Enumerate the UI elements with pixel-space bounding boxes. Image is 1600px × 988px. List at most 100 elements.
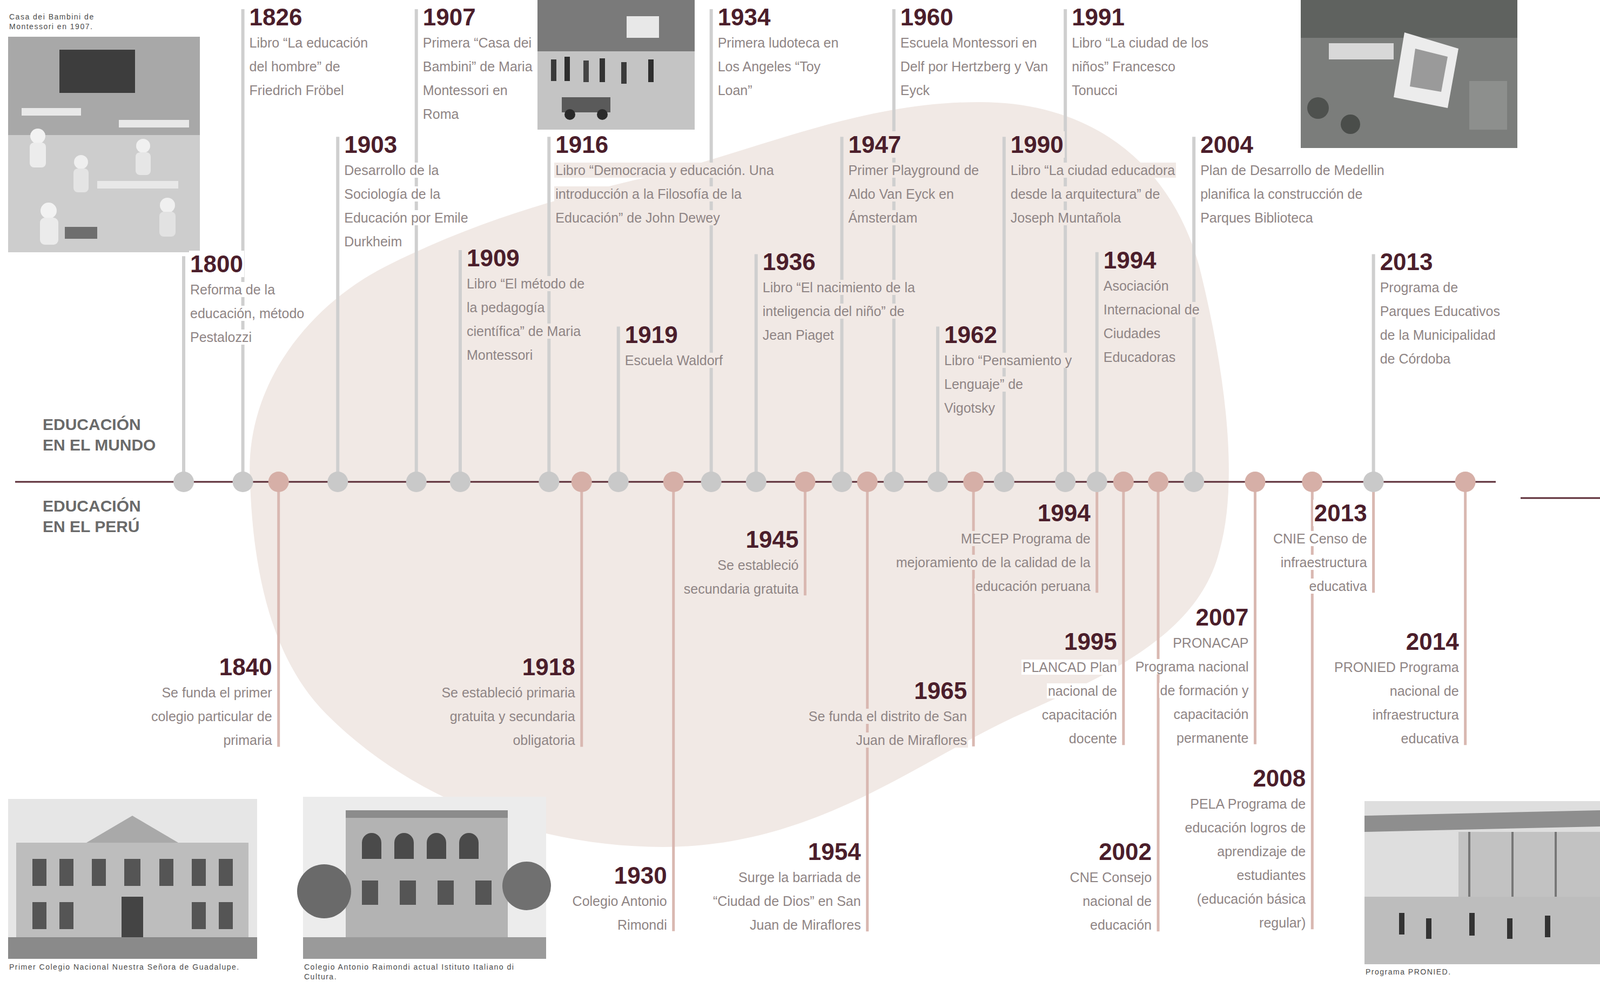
classroom-photo — [8, 36, 200, 253]
event-year-text: 1934 — [716, 3, 772, 31]
event-year: 1945 — [661, 526, 800, 554]
event-description: Escuela Montessori en Delf por Hertzberg… — [899, 30, 1060, 103]
timeline-dot — [1183, 471, 1205, 493]
leader-stem — [892, 9, 896, 482]
event-year-text: 1919 — [623, 321, 680, 348]
photo-caption-text: Colegio Antonio Raimondi actual Istituto… — [303, 962, 516, 981]
leader-stem — [972, 481, 976, 747]
timeline-dot — [1245, 471, 1266, 493]
timeline-dot — [406, 471, 427, 493]
event-description-text: Asociación Internacional de Ciudades Edu… — [1102, 278, 1201, 365]
event-year: 1826 — [248, 3, 389, 31]
event-description-text: CNE Consejo nacional de educación — [1069, 869, 1153, 933]
timeline-dot — [1301, 471, 1323, 493]
event-year: 1934 — [716, 3, 856, 31]
event-year: 1916 — [554, 131, 782, 159]
event-description: CNIE Censo de infraestructura educativa — [1258, 526, 1369, 598]
event-year: 1907 — [421, 3, 548, 31]
event-description: Plan de Desarrollo de Medellin planifica… — [1199, 158, 1411, 230]
event-year-text: 1991 — [1070, 3, 1126, 31]
event-description-text: Libro “Pensamiento y Lenguaje” de Vigots… — [943, 352, 1073, 416]
event-description: PLANCAD Plan nacional de capacitación do… — [1000, 655, 1119, 751]
event-description-text: CNIE Censo de infraestructura educativa — [1272, 530, 1369, 594]
timeline-dot — [173, 471, 194, 493]
event-year: 1994 — [1102, 246, 1228, 274]
event-year: 1936 — [761, 248, 921, 276]
event-description: Libro “El método de la pedagogía científ… — [465, 271, 598, 367]
event-description-text: Desarrollo de la Sociología de la Educac… — [343, 162, 469, 250]
leader-stem — [803, 481, 807, 596]
event-year-text: 1995 — [1063, 628, 1119, 655]
photo-caption: Primer Colegio Nacional Nuestra Señora d… — [8, 962, 250, 972]
leader-stem — [1121, 481, 1125, 745]
event-year-text: 1800 — [189, 250, 245, 278]
leader-stem — [1095, 252, 1099, 482]
timeline-dot — [449, 471, 471, 493]
event-description: MECEP Programa de mejoramiento de la cal… — [879, 526, 1092, 598]
event-description: Colegio Antonio Rimondi — [550, 889, 669, 937]
event-description-text: Surge la barriada de “Ciudad de Dios” en… — [711, 869, 863, 933]
event-description-text: PELA Programa de educación logros de apr… — [1183, 796, 1307, 931]
timeline-dot — [883, 471, 905, 493]
leader-stem — [1311, 481, 1314, 930]
leader-stem — [580, 481, 583, 747]
leader-stem — [335, 136, 340, 482]
leader-stem — [709, 9, 714, 482]
event-year-text: 1930 — [613, 862, 669, 889]
event-year-text: 1936 — [761, 248, 817, 275]
event-description-text: Reforma de la educación, método Pestaloz… — [189, 281, 306, 345]
event-description-text: Se estableció secundaria gratuita — [682, 557, 800, 597]
event-year: 2007 — [1117, 603, 1250, 631]
event-description-text: Libro “Democracia y educación. Una intro… — [554, 162, 775, 226]
event-description-text: Se funda el primer colegio particular de… — [150, 684, 274, 748]
event-year-text: 2013 — [1313, 499, 1369, 527]
leader-stem — [458, 250, 462, 482]
leader-stem — [1002, 136, 1006, 482]
leader-stem — [1063, 9, 1067, 482]
event-description-text: Escuela Montessori en Delf por Hertzberg… — [899, 35, 1050, 98]
event-description: Libro “La educación del hombre” de Fried… — [248, 30, 389, 103]
photo-caption: Casa dei Bambini de Montessori en 1907. — [8, 11, 138, 32]
event-description-text: Libro “El método de la pedagogía científ… — [465, 276, 586, 363]
event-description: Reforma de la educación, método Pestaloz… — [189, 277, 330, 349]
timeline-dot — [1363, 471, 1384, 493]
event-year: 2013 — [1379, 248, 1504, 276]
leader-stem — [547, 136, 551, 482]
event-year: 2008 — [1168, 764, 1307, 792]
event-year-text: 1990 — [1009, 131, 1065, 158]
event-year: 1991 — [1070, 3, 1216, 31]
event-year-text: 2014 — [1404, 628, 1461, 655]
event-year-text: 1994 — [1102, 246, 1158, 274]
event-description: Escuela Waldorf — [623, 348, 739, 373]
timeline-tail — [1520, 497, 1600, 500]
leader-stem — [865, 481, 869, 932]
event-year: 1965 — [807, 677, 968, 705]
leader-stem — [414, 9, 419, 482]
event-description-text: PRONACAP Programa nacional de formación … — [1134, 635, 1250, 746]
photo-caption: Programa PRONIED. — [1364, 966, 1592, 977]
event-description-text: Programa de Parques Educativos de la Mun… — [1379, 279, 1502, 367]
event-year-text: 2007 — [1194, 603, 1250, 631]
event-description: Se estableció secundaria gratuita — [661, 553, 800, 601]
leader-stem — [1095, 481, 1099, 593]
event-year-text: 1907 — [421, 3, 477, 31]
event-description: Se estableció primaria gratuita y secund… — [424, 680, 577, 752]
event-description-text: Libro “El nacimiento de la inteligencia … — [761, 279, 917, 343]
event-year-text: 1826 — [248, 3, 304, 31]
event-description-text: Primera ludoteca en Los Angeles “Toy Loa… — [716, 35, 840, 98]
event-year: 1947 — [846, 131, 1003, 159]
leader-stem — [616, 326, 621, 482]
event-description-text: Primera “Casa dei Bambini” de Maria Mont… — [421, 35, 534, 122]
leader-stem — [1253, 481, 1257, 745]
photo-caption-text: Primer Colegio Nacional Nuestra Señora d… — [8, 962, 241, 972]
timeline-dot — [538, 471, 560, 493]
section-label: EDUCACIÓN EN EL MUNDO — [41, 414, 166, 456]
leader-stem — [1157, 481, 1160, 932]
event-year-text: 1962 — [943, 321, 999, 348]
event-description-text: Escuela Waldorf — [623, 352, 724, 368]
timeline-dot — [701, 471, 722, 493]
event-description: Libro “La ciudad educadora desde la arqu… — [1009, 158, 1201, 230]
timeline-dot — [268, 471, 289, 493]
timeline-dot — [1086, 471, 1108, 493]
timeline-dot — [794, 471, 816, 493]
